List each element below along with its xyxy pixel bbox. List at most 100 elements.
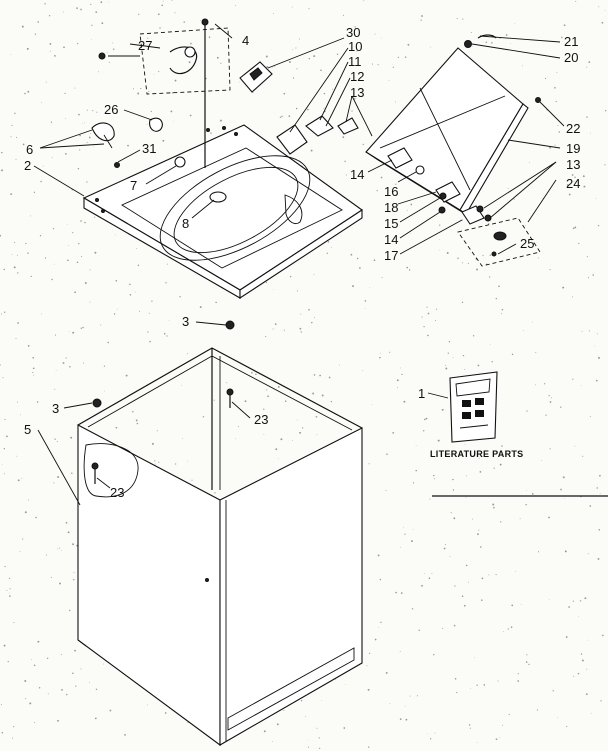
scan-speck xyxy=(342,14,344,16)
scan-speck xyxy=(186,353,188,355)
scan-speck xyxy=(50,576,52,578)
scan-speck xyxy=(573,180,575,182)
scan-speck xyxy=(507,628,509,630)
scan-speck xyxy=(472,518,474,520)
scan-speck xyxy=(438,239,440,240)
scan-speck xyxy=(65,521,68,524)
scan-speck xyxy=(571,174,574,176)
scan-speck xyxy=(476,742,478,743)
scan-speck xyxy=(106,52,108,54)
scan-speck xyxy=(508,713,510,716)
scan-speck xyxy=(2,377,4,379)
scan-speck xyxy=(568,193,571,196)
scan-speck xyxy=(8,592,10,594)
scan-speck xyxy=(3,447,6,450)
scan-speck xyxy=(187,722,189,723)
scan-speck xyxy=(11,124,13,127)
scan-speck xyxy=(330,400,333,403)
scan-speck xyxy=(74,649,76,652)
scan-speck xyxy=(464,368,466,370)
scan-speck xyxy=(354,26,356,28)
scan-speck xyxy=(299,431,302,434)
scan-speck xyxy=(299,327,302,330)
scan-speck xyxy=(581,659,584,662)
scan-speck xyxy=(426,306,428,308)
scan-speck xyxy=(12,737,14,739)
scan-speck xyxy=(235,438,237,440)
scan-speck xyxy=(586,116,588,118)
scan-speck xyxy=(54,388,56,390)
scan-speck xyxy=(147,704,148,706)
scan-speck xyxy=(69,609,71,612)
scan-speck xyxy=(513,198,515,200)
callout-3a: 3 xyxy=(182,314,189,329)
scan-speck xyxy=(36,401,39,403)
scan-speck xyxy=(354,98,356,100)
scan-speck xyxy=(575,0,577,2)
scan-speck xyxy=(352,285,354,288)
scan-speck xyxy=(424,418,426,421)
scan-speck xyxy=(199,20,201,21)
scan-speck xyxy=(114,234,116,236)
scan-speck xyxy=(288,115,291,117)
scan-speck xyxy=(34,722,36,724)
scan-speck xyxy=(115,279,118,282)
scan-speck xyxy=(499,737,501,738)
scan-speck xyxy=(16,455,18,457)
callout-17: 17 xyxy=(384,248,398,263)
scan-speck xyxy=(213,399,215,401)
callout-14b: 14 xyxy=(384,232,398,247)
scan-speck xyxy=(25,698,27,700)
scan-speck xyxy=(162,139,165,142)
scan-speck xyxy=(462,262,464,264)
scan-speck xyxy=(98,71,100,73)
scan-speck xyxy=(478,457,480,459)
scan-speck xyxy=(495,738,498,741)
scan-speck xyxy=(498,285,500,288)
scan-speck xyxy=(362,143,364,146)
scan-speck xyxy=(412,529,414,531)
scan-speck xyxy=(292,77,295,79)
scan-speck xyxy=(205,77,207,80)
scan-speck xyxy=(596,333,598,335)
scan-speck xyxy=(503,631,504,632)
scan-speck xyxy=(439,224,441,226)
scan-speck xyxy=(101,22,104,25)
scan-speck xyxy=(139,310,141,312)
scan-speck xyxy=(103,663,105,665)
scan-speck xyxy=(22,538,24,540)
scan-speck xyxy=(556,716,558,718)
scan-speck xyxy=(437,439,440,442)
scan-speck xyxy=(158,461,160,463)
scan-speck xyxy=(308,8,310,10)
scan-speck xyxy=(111,42,113,44)
scan-speck xyxy=(499,37,501,40)
scan-speck xyxy=(129,294,132,296)
scan-speck xyxy=(166,263,168,265)
scan-speck xyxy=(526,410,528,412)
scan-speck xyxy=(548,395,550,397)
scan-speck xyxy=(13,726,15,728)
scan-speck xyxy=(171,92,174,94)
scan-speck xyxy=(368,463,370,465)
scan-speck xyxy=(544,77,547,80)
scan-speck xyxy=(511,353,514,356)
callout-22: 22 xyxy=(566,121,580,136)
scan-speck xyxy=(3,268,5,271)
scan-speck xyxy=(359,267,361,269)
scan-speck xyxy=(265,281,268,284)
scan-speck xyxy=(442,628,443,629)
scan-speck xyxy=(581,384,582,386)
scan-speck xyxy=(199,306,202,309)
scan-speck xyxy=(94,216,96,218)
scan-speck xyxy=(489,254,491,256)
scan-speck xyxy=(174,79,177,82)
scan-speck xyxy=(422,430,425,432)
scan-speck xyxy=(132,410,134,413)
scan-speck xyxy=(332,88,333,90)
scan-speck xyxy=(3,473,5,475)
scan-speck xyxy=(154,460,156,462)
scan-speck xyxy=(263,408,265,410)
scan-speck xyxy=(447,352,449,354)
scan-speck xyxy=(594,345,595,347)
